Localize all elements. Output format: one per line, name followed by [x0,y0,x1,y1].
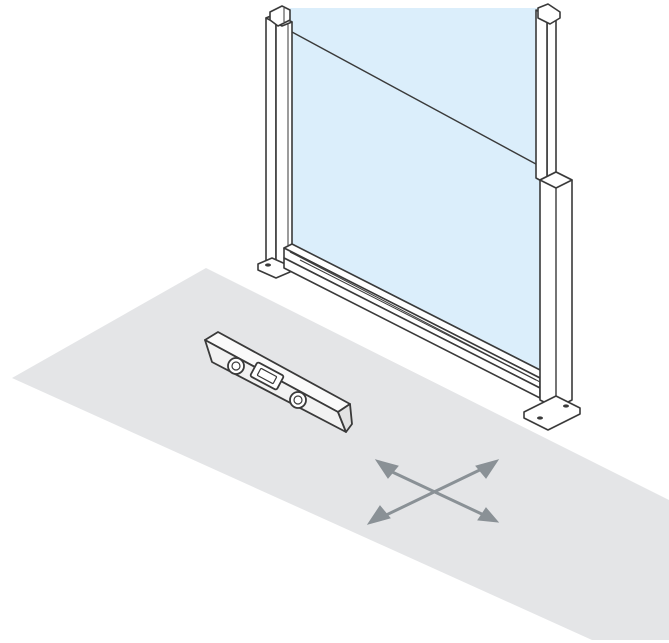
glass-diagonal-line [291,31,548,171]
bottom-rail [283,243,549,399]
floor-plane [12,268,669,640]
move-arrows-icon [366,459,500,525]
spirit-level-end-face [337,403,353,433]
window-screen [257,3,581,431]
arrow-diagonal-1 [386,468,488,518]
right-post-top-cap [537,3,561,25]
left-post-top-cap [269,5,291,27]
left-foot [257,257,291,279]
spirit-level-icon [204,331,353,433]
right-lower-post [523,171,581,431]
glass-pane [290,8,547,376]
arrow-diagonal-2 [378,464,490,520]
right-upper-post [535,3,561,185]
left-post [257,5,293,279]
right-foot [523,395,581,431]
